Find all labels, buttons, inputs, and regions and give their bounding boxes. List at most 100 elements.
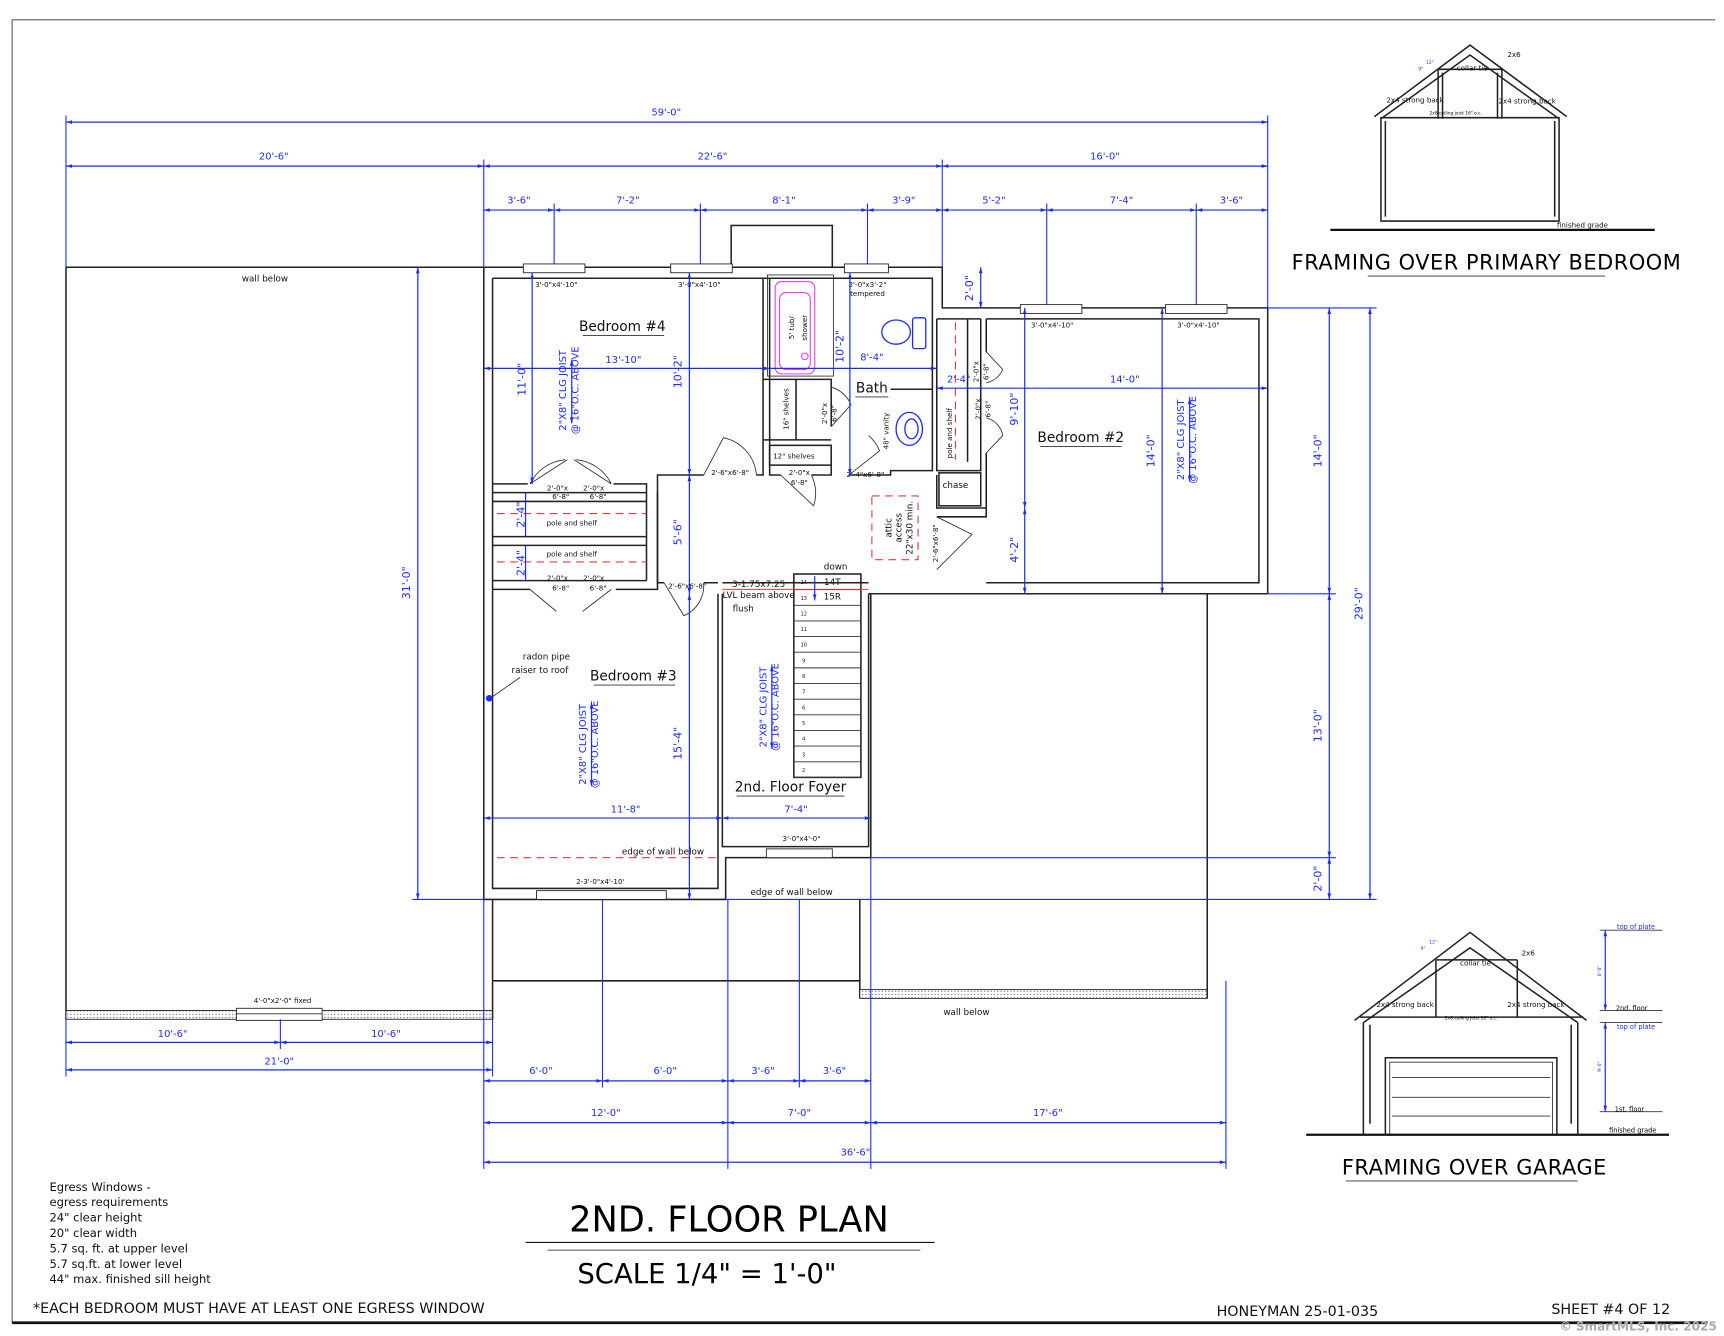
dim-label: 21'-0" <box>264 1056 294 1067</box>
dim-label: 36'-6" <box>841 1148 871 1159</box>
window-label: 2-3'-0"x4'-10' <box>576 877 624 886</box>
wall-below-label: wall below <box>943 1008 989 1018</box>
stairs-down-label: down <box>824 563 848 573</box>
ceiling-joist-label: 2x8 ceiling joist 16" o.c. <box>1429 110 1481 116</box>
stair-number: 2 <box>802 768 805 774</box>
elevation-garage: collar tie 2x6 2x4 strong back 2x4 stron… <box>1306 923 1670 1182</box>
sheet-scale: SCALE 1/4" = 1'-0" <box>577 1258 836 1290</box>
elevation-primary-bedroom: collar tie 2x6 2x4 strong back 2x4 stron… <box>1292 44 1682 277</box>
stair-number: 14 <box>801 580 807 586</box>
height-label: 8'-0" <box>1597 966 1603 976</box>
project-number: HONEYMAN 25-01-035 <box>1217 1304 1379 1320</box>
attic-access-hatch <box>871 495 919 561</box>
dim-label: 14'-0" <box>1110 375 1140 386</box>
svg-text:2"X8" CLG JOIST: 2"X8" CLG JOIST <box>558 349 569 431</box>
note-line: Egress Windows - <box>49 1180 150 1194</box>
dim-top-mid: 22'-6" <box>698 151 728 162</box>
floor-label: 2nd. floor <box>1616 1004 1648 1012</box>
garage-window-label: 4'-0"x2'-0" fixed <box>254 996 312 1005</box>
toilet-icon <box>881 317 927 350</box>
beam-label: LVL beam above <box>723 591 795 601</box>
dim-top-small: 5'-2" <box>982 195 1005 206</box>
stair-number: 12 <box>801 611 807 617</box>
sheet-title: 2ND. FLOOR PLAN <box>569 1199 889 1240</box>
note-line: egress requirements <box>49 1195 168 1209</box>
door-label: 2'-6"x6'-8" <box>931 524 940 562</box>
dim-label: 29'-0" <box>1352 587 1365 620</box>
lower-level-outline: wall below wall below 4'-0"x2'-0" fixed <box>65 266 1209 1021</box>
radon-pipe-icon <box>485 694 493 702</box>
svg-text:@ 16"O.C. ABOVE: @ 16"O.C. ABOVE <box>770 663 781 751</box>
window-note: tempered <box>850 289 885 298</box>
closet-label: pole and shelf <box>547 549 598 558</box>
note-line: 24" clear height <box>49 1211 142 1225</box>
door-label: 6'-8" <box>552 492 569 501</box>
stair-number: 5 <box>802 721 805 727</box>
svg-text:2"X8" CLG JOIST: 2"X8" CLG JOIST <box>1176 399 1187 481</box>
ceiling-joist-label: 2x8 ceiling joist 16" o.c. <box>1445 1015 1497 1021</box>
joist-callout-bedroom4: 2"X8" CLG JOIST @ 16"O.C. ABOVE <box>558 346 581 434</box>
dim-label: 13'-0" <box>1312 709 1325 742</box>
dim-label: 7'-4" <box>784 805 807 816</box>
tub-label: 5' tub/ <box>787 316 796 340</box>
dim-label: 7'-0" <box>788 1108 811 1119</box>
dim-label: 14'-0" <box>1312 434 1325 467</box>
dim-top-small: 7'-4" <box>1110 195 1133 206</box>
wall-below-label: wall below <box>242 275 288 285</box>
door-label: 2'-0"x <box>583 483 604 492</box>
door-label: 2'-0"x <box>972 361 981 382</box>
radon-label: raiser to roof <box>512 666 570 676</box>
stair-number: 4 <box>802 737 805 743</box>
elevation-title: FRAMING OVER GARAGE <box>1342 1155 1607 1179</box>
dim-label: 14'-0" <box>1144 434 1157 467</box>
dim-label: 12'-0" <box>591 1108 621 1119</box>
dim-label: 3'-6" <box>823 1066 846 1077</box>
rafter-label: 2x6 <box>1522 949 1536 958</box>
dim-label: 6'-0" <box>529 1066 552 1077</box>
door-label: 2'-4"x6'-8" <box>846 470 884 479</box>
stair-number: 3 <box>802 752 805 758</box>
closet-label: pole and shelf <box>547 519 598 528</box>
room-bedroom-4: Bedroom #4 <box>579 319 666 335</box>
dim-label: 17'-6" <box>1033 1108 1063 1119</box>
dim-label: 13'-10" <box>605 355 641 366</box>
interior-dimensions: 13'-10" 11'-0" 10'-2" 10'-2" 8'-4" 2'-4"… <box>483 267 1268 900</box>
stair-number: 9 <box>802 658 805 664</box>
dim-label: 3'-6" <box>751 1066 774 1077</box>
stair-number: 10 <box>801 643 807 649</box>
svg-text:2"X8" CLG JOIST: 2"X8" CLG JOIST <box>578 703 589 785</box>
stair-number: 6 <box>802 705 805 711</box>
svg-text:@ 16"O.C. ABOVE: @ 16"O.C. ABOVE <box>1188 396 1199 484</box>
window-label: 3'-0"x4'-10" <box>1177 321 1220 330</box>
door-label: 6'-8" <box>791 478 808 487</box>
dim-label: 10'-2" <box>833 330 846 363</box>
watermark: © SmartMLS, Inc. 2025 <box>1560 1319 1717 1333</box>
door-label: 2'-0"x <box>547 574 568 583</box>
annotations: 5' tub/ shower 16" shelves 12" shelves 4… <box>485 315 993 898</box>
closet-label: pole and shelf <box>945 408 954 459</box>
elevation-title: FRAMING OVER PRIMARY BEDROOM <box>1292 250 1682 274</box>
chase-label: chase <box>943 481 969 491</box>
height-label: 9'-0" <box>1597 1061 1603 1071</box>
pitch-label: 9" <box>1421 946 1426 952</box>
window-label: 3'-0"x4'-10" <box>678 280 721 289</box>
dim-top-small: 3'-6" <box>507 195 530 206</box>
dim-label: 2'-0" <box>1312 866 1325 892</box>
room-bath: Bath <box>856 381 888 397</box>
dim-label: 10'-2" <box>672 355 685 388</box>
dim-label: 2'-4" <box>947 375 970 386</box>
dim-top-mid: 20'-6" <box>259 151 289 162</box>
joist-callout-foyer: 2"X8" CLG JOIST @ 16"O.C. ABOVE <box>758 663 781 751</box>
exterior-walls: 3'-0"x4'-10" 3'-0"x4'-10" 2'-0"x3'-2" te… <box>483 224 1269 901</box>
door-label: 6'-8" <box>830 405 839 422</box>
door-label: 2'-0"x <box>789 468 810 477</box>
strongback-label: 2x4 strong back <box>1507 1000 1565 1009</box>
door-label: 6'-8" <box>552 583 569 592</box>
window-marks <box>522 263 1228 900</box>
dim-top-mid: 16'-0" <box>1090 151 1120 162</box>
note-line: 5.7 sq.ft. at lower level <box>49 1257 182 1271</box>
sheet-border <box>11 19 1716 1325</box>
rafter-label: 2x6 <box>1507 50 1521 59</box>
joist-callout-bedroom2: 2"X8" CLG JOIST @ 16"O.C. ABOVE <box>1176 396 1199 484</box>
